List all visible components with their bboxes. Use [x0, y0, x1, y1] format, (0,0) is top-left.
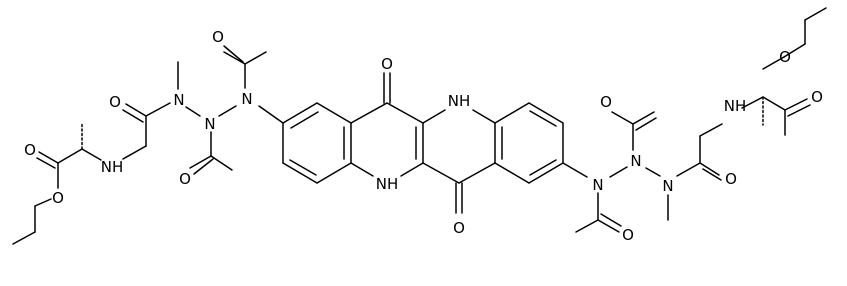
amine-nh-right-h: H [735, 97, 746, 115]
ring-nh-top-n: N [448, 92, 459, 110]
amine-nh-right-label: NH [724, 97, 747, 115]
hydrazide-n-left-2-label: N [204, 115, 215, 133]
oxo-bottom-label: O [453, 219, 465, 237]
amine-nh-left-label: NH [101, 158, 124, 176]
ring-nh-bottom-h: H [387, 175, 398, 193]
oxo-top-label: O [381, 55, 393, 73]
ring-nh-bottom-n: N [376, 175, 387, 193]
ester-oxygen-left-carbonyl-label: O [24, 141, 36, 159]
acyl-oxygen-2-label: O [179, 170, 191, 188]
ester-oxygen-right-carbonyl-label: O [811, 88, 823, 106]
amide-oxygen-left-label: O [109, 93, 121, 111]
ring-nh-top-h: H [459, 92, 470, 110]
hydrazide-n-left-3-label: N [173, 91, 184, 109]
atom-labels: O O NH NH O O O O O O N N N N N N NH NH … [24, 28, 823, 244]
acyl-oxygen-4-label: O [622, 226, 634, 244]
ester-oxygen-left-ether-label: O [52, 189, 64, 207]
hydrazide-n-right-2-label: N [630, 152, 641, 170]
hydrazide-n-left-1-label: N [241, 90, 252, 108]
amine-nh-left-h: H [112, 158, 123, 176]
acyl-oxygen-1-label: O [212, 28, 224, 46]
amide-oxygen-right-label: O [725, 170, 737, 188]
bond-lines [12, 7, 827, 245]
hydrazide-n-right-1-label: N [592, 176, 603, 194]
ester-oxygen-right-ether-label: O [779, 48, 791, 66]
ring-nh-top-label: NH [448, 92, 471, 110]
hydrazide-n-right-3-label: N [662, 177, 673, 195]
acyl-oxygen-3-label: O [600, 93, 612, 111]
ring-nh-bottom-label: NH [376, 175, 399, 193]
